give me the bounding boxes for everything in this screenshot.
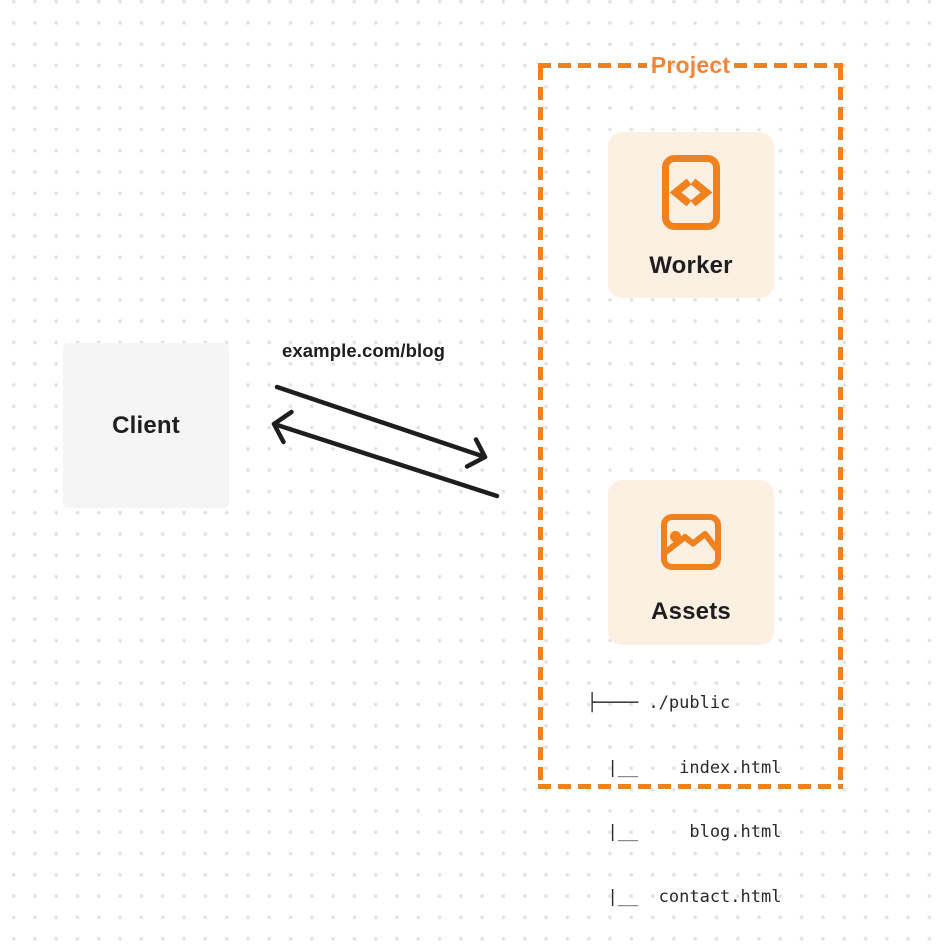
- project-left-border: [538, 67, 543, 787]
- assets-node: Assets: [608, 480, 774, 645]
- project-right-border: [838, 67, 843, 787]
- request-arrow-icon: [274, 384, 488, 469]
- diagram-canvas: Client example.com/blog Project: [63, 51, 843, 907]
- assets-file-tree: ├──── ./public |__ index.html |__ blog.h…: [587, 650, 781, 951]
- dash-segment-right: [734, 62, 843, 68]
- request-url-label: example.com/blog: [282, 340, 446, 361]
- worker-node: Worker: [608, 132, 774, 298]
- project-boundary: Project Worker Assets ├──── ./: [538, 52, 843, 907]
- tree-line-blog: |__ blog.html: [587, 822, 782, 842]
- project-label: Project: [650, 51, 731, 78]
- response-arrow-icon: [271, 409, 500, 499]
- assets-label: Assets: [651, 598, 731, 625]
- tree-line-contact: |__ contact.html: [587, 886, 782, 907]
- project-top-border: Project: [538, 51, 843, 78]
- project-bottom-border: [538, 784, 843, 789]
- tree-line-public: ├──── ./public: [587, 693, 731, 713]
- worker-label: Worker: [649, 252, 733, 279]
- dash-segment-left: [538, 62, 647, 68]
- client-label: Client: [112, 411, 180, 439]
- image-icon: [661, 514, 721, 570]
- tree-line-index: |__ index.html: [587, 757, 782, 778]
- code-icon: [662, 155, 720, 230]
- client-node: Client: [63, 343, 229, 508]
